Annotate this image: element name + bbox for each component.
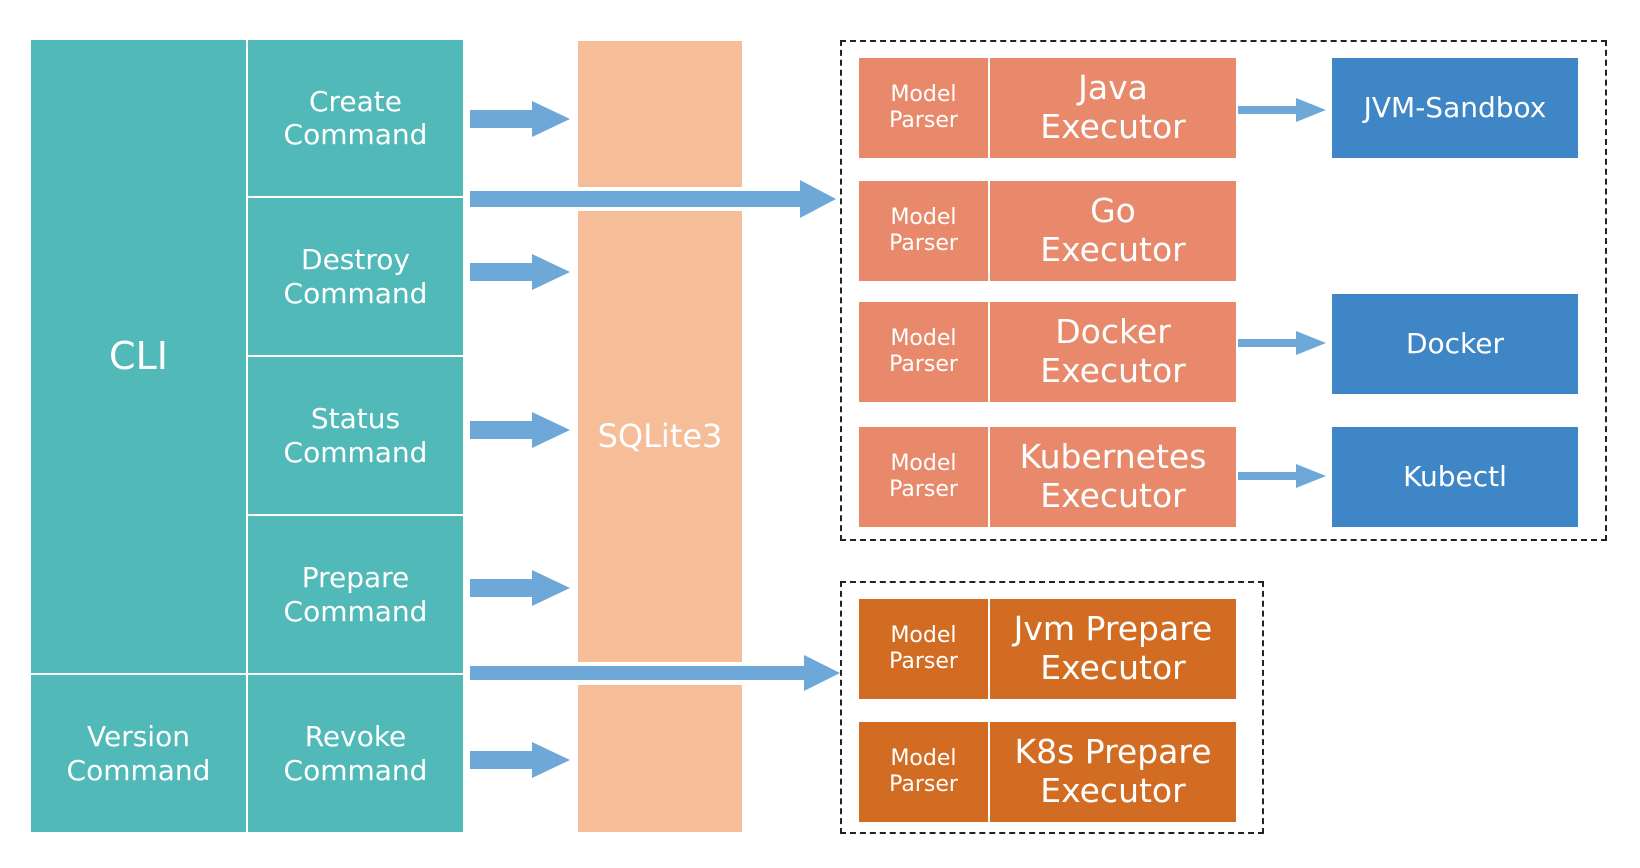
model-parser-go: Model Parser — [857, 179, 990, 283]
prepare-command: Prepare Command — [246, 514, 465, 675]
arrow-to-prepare-executors — [470, 655, 840, 691]
arrow-kubernetes-to-kubectl — [1222, 464, 1326, 488]
java-executor-label: Java Executor — [1040, 68, 1186, 146]
kubernetes-executor-label: Kubernetes Executor — [1019, 437, 1207, 515]
go-executor: Go Executor — [988, 179, 1238, 283]
go-executor-label: Go Executor — [1040, 191, 1186, 269]
docker-executor-label: Docker Executor — [1040, 312, 1186, 390]
sqlite-segment-top — [578, 41, 742, 187]
arrow-revoke-to-sqlite — [470, 742, 570, 778]
version-command-label: Version Command — [66, 720, 211, 787]
arrow-prepare-to-sqlite — [470, 570, 570, 606]
jvm-sandbox-label: JVM-Sandbox — [1363, 91, 1547, 125]
docker-executor: Docker Executor — [988, 300, 1238, 404]
model-parser-jvm-prepare-label: Model Parser — [889, 623, 958, 674]
docker-box: Docker — [1330, 292, 1580, 396]
model-parser-go-label: Model Parser — [889, 205, 958, 256]
destroy-command-label: Destroy Command — [283, 243, 428, 310]
arrow-to-executors — [470, 180, 836, 218]
version-command: Version Command — [29, 673, 248, 834]
k8s-prepare-executor-label: K8s Prepare Executor — [1014, 732, 1212, 810]
create-command-label: Create Command — [283, 84, 428, 151]
jvm-sandbox-box: JVM-Sandbox — [1330, 56, 1580, 160]
cli-block: CLI — [29, 38, 248, 675]
arrow-status-to-sqlite — [470, 412, 570, 448]
docker-label: Docker — [1405, 327, 1505, 361]
executors-group — [840, 40, 1607, 541]
status-command: Status Command — [246, 355, 465, 516]
sqlite-label: SQLite3 — [597, 416, 723, 455]
model-parser-k8s-prepare-label: Model Parser — [889, 746, 958, 797]
java-executor: Java Executor — [988, 56, 1238, 160]
kubernetes-executor: Kubernetes Executor — [988, 425, 1238, 529]
destroy-command: Destroy Command — [246, 196, 465, 357]
model-parser-kubernetes-label: Model Parser — [889, 451, 958, 502]
model-parser-jvm-prepare: Model Parser — [857, 597, 990, 701]
arrow-create-to-sqlite — [470, 101, 570, 137]
arrow-java-to-jvm-sandbox — [1222, 98, 1326, 122]
prepare-command-label: Prepare Command — [283, 561, 428, 628]
model-parser-java-label: Model Parser — [889, 82, 958, 133]
model-parser-kubernetes: Model Parser — [857, 425, 990, 529]
status-command-label: Status Command — [283, 402, 428, 469]
model-parser-k8s-prepare: Model Parser — [857, 720, 990, 824]
arrow-destroy-to-sqlite — [470, 254, 570, 290]
jvm-prepare-executor-label: Jvm Prepare Executor — [1013, 609, 1213, 687]
cli-title: CLI — [109, 334, 168, 379]
kubectl-label: Kubectl — [1403, 460, 1507, 494]
revoke-command: Revoke Command — [246, 673, 465, 834]
jvm-prepare-executor: Jvm Prepare Executor — [988, 597, 1238, 701]
k8s-prepare-executor: K8s Prepare Executor — [988, 720, 1238, 824]
prepare-executors-group — [840, 581, 1264, 834]
create-command: Create Command — [246, 38, 465, 198]
sqlite-segment-bottom — [578, 685, 742, 832]
revoke-command-label: Revoke Command — [283, 720, 428, 787]
arrow-docker-to-docker — [1222, 331, 1326, 355]
model-parser-docker: Model Parser — [857, 300, 990, 404]
model-parser-java: Model Parser — [857, 56, 990, 160]
sqlite-column: SQLite3 — [578, 211, 742, 662]
kubectl-box: Kubectl — [1330, 425, 1580, 529]
model-parser-docker-label: Model Parser — [889, 326, 958, 377]
